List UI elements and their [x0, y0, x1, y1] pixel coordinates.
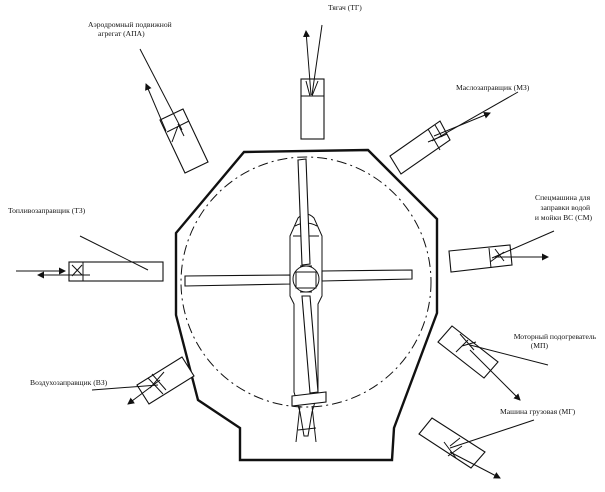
rotor-blade-south	[301, 295, 319, 394]
rotor-blade-east	[321, 269, 413, 282]
vehicle-vz	[91, 356, 195, 405]
rotor-blade-north	[297, 158, 311, 266]
label-mp: Моторный подогреватель (МП)	[514, 332, 598, 350]
vehicle-apa	[139, 48, 209, 174]
rotor-sweep-circle	[180, 156, 432, 408]
helicopter	[184, 158, 413, 443]
vehicle-tg	[300, 24, 325, 140]
rotor-hub-detail	[295, 265, 317, 293]
label-sm: Спецмашина для заправки водой и мойки ВС…	[535, 193, 593, 222]
vehicle-mg	[418, 417, 535, 479]
label-tg: Тягач (ТГ)	[328, 3, 362, 12]
label-vz: Воздухозаправщик (ВЗ)	[30, 378, 108, 387]
rotor-blade-west	[184, 274, 291, 287]
vehicle-tz	[16, 235, 164, 282]
label-tz: Топливозаправщик (ТЗ)	[8, 206, 86, 215]
vehicle-mp	[437, 325, 549, 401]
vehicle-mz	[389, 91, 519, 175]
vehicle-sm	[448, 230, 555, 273]
label-mg: Машина грузовая (МГ)	[500, 407, 576, 416]
tail-stabilizer	[291, 391, 327, 407]
parking-stand-outline	[174, 148, 439, 462]
label-mz: Маслозаправщик (МЗ)	[456, 83, 530, 92]
label-apa: Аэродромный подвижной агрегат (АПА)	[88, 20, 174, 38]
tail-skid	[295, 405, 317, 443]
